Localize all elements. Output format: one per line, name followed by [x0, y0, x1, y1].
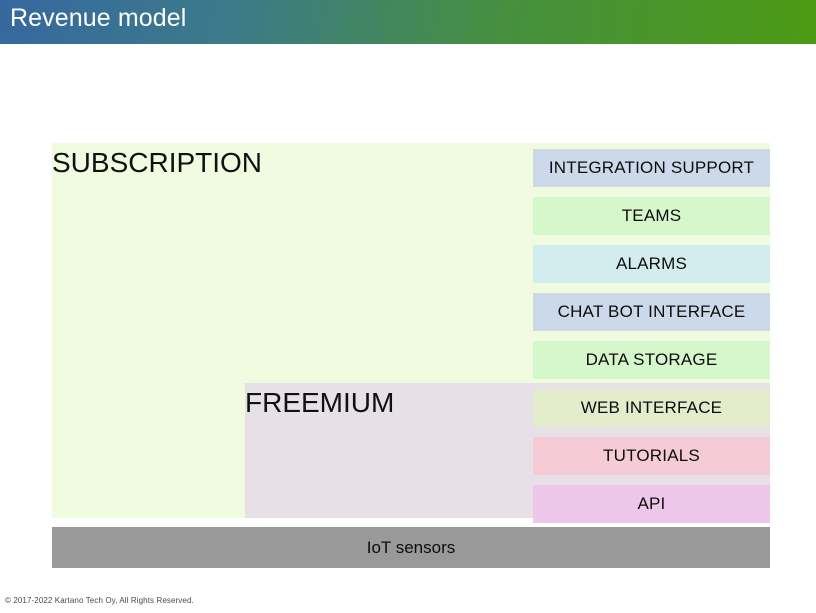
- feature-box-integration-support[interactable]: INTEGRATION SUPPORT: [533, 149, 770, 187]
- tier-label-freemium: FREEMIUM: [245, 387, 395, 418]
- feature-label: TUTORIALS: [603, 446, 700, 465]
- feature-box-data-storage[interactable]: DATA STORAGE: [533, 341, 770, 379]
- feature-box-chat-bot-interface[interactable]: CHAT BOT INTERFACE: [533, 293, 770, 331]
- page-title: Revenue model: [10, 4, 187, 32]
- revenue-model-diagram: SUBSCRIPTION FREEMIUM INTEGRATION SUPPOR…: [0, 44, 816, 589]
- feature-label: ALARMS: [615, 254, 688, 273]
- feature-box-tutorials[interactable]: TUTORIALS: [533, 437, 770, 475]
- feature-label: API: [637, 494, 666, 513]
- tier-label-subscription: SUBSCRIPTION: [52, 147, 263, 178]
- feature-box-alarms[interactable]: ALARMS: [533, 245, 770, 283]
- foundation-bar-iot-sensors[interactable]: IoT sensors: [52, 527, 770, 568]
- foundation-label: IoT sensors: [366, 537, 456, 557]
- page-header: Revenue model: [0, 0, 816, 44]
- feature-label: DATA STORAGE: [585, 350, 718, 369]
- feature-label: WEB INTERFACE: [580, 398, 723, 417]
- feature-box-api[interactable]: API: [533, 485, 770, 523]
- feature-box-web-interface[interactable]: WEB INTERFACE: [533, 389, 770, 427]
- feature-label: TEAMS: [621, 206, 682, 225]
- copyright-footer: © 2017-2022 Kartano Tech Oy, All Rights …: [5, 596, 194, 605]
- feature-label: CHAT BOT INTERFACE: [557, 302, 746, 321]
- feature-box-teams[interactable]: TEAMS: [533, 197, 770, 235]
- feature-label: INTEGRATION SUPPORT: [548, 158, 755, 177]
